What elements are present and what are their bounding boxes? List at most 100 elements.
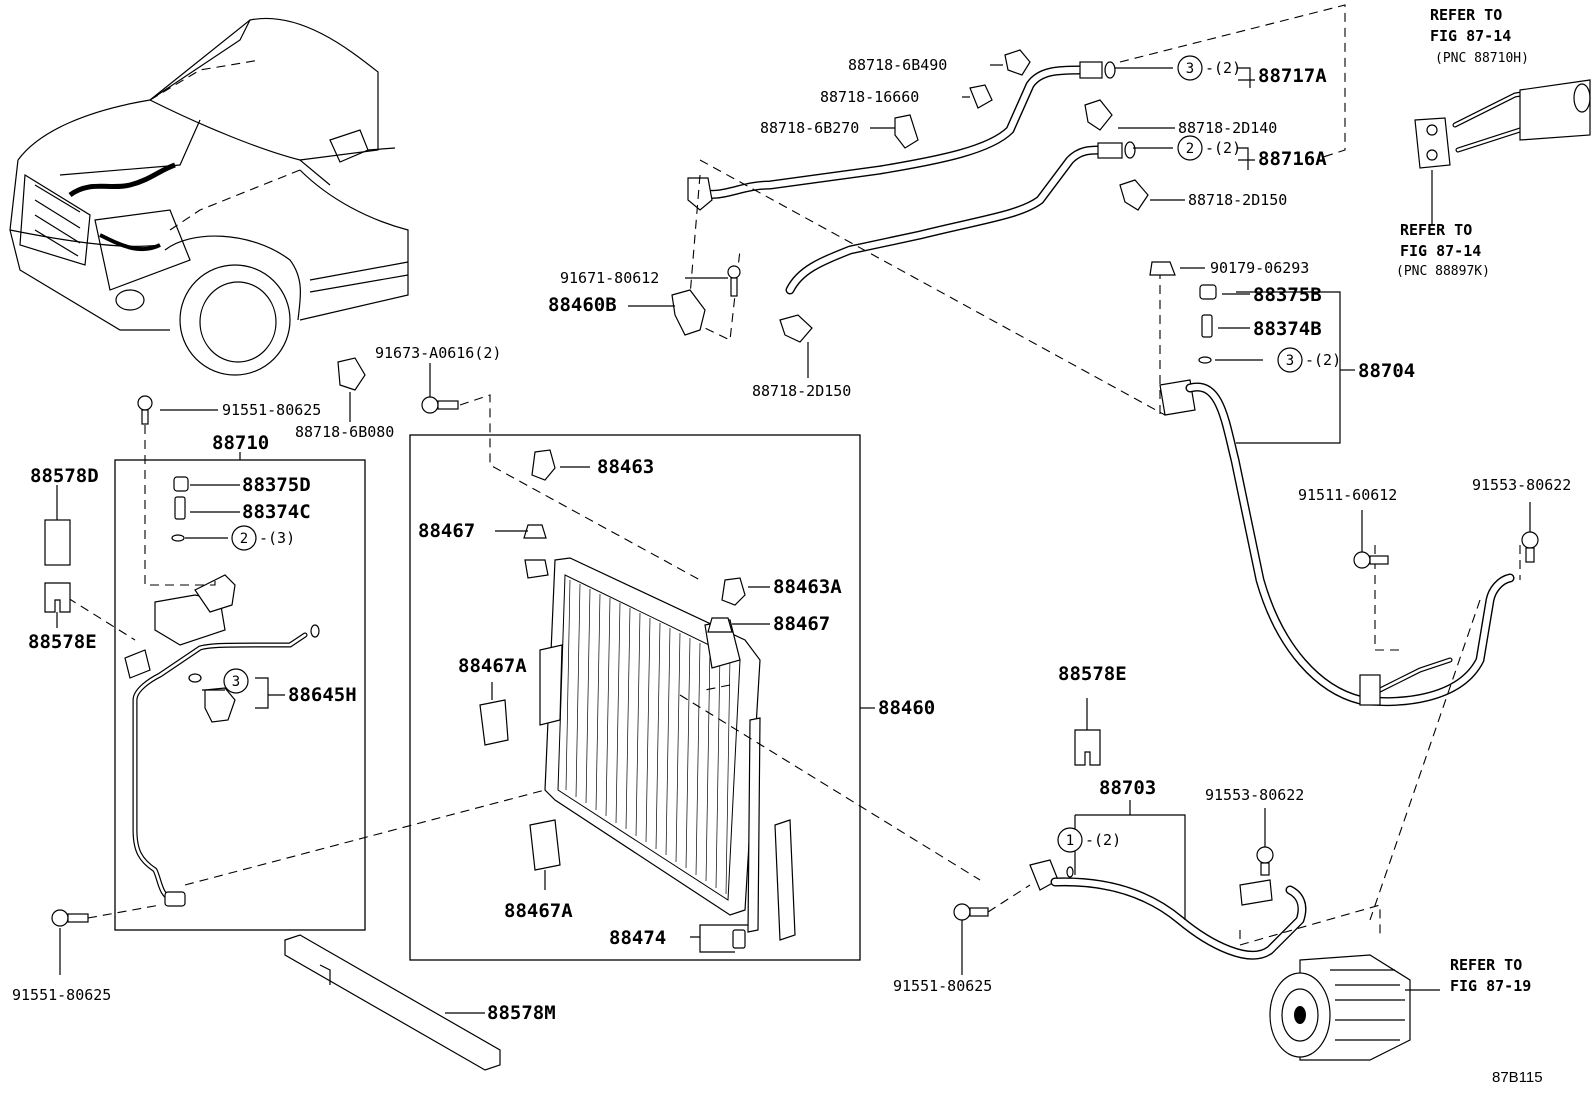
label-88710: 88710 [212, 432, 269, 454]
label-88463A: 88463A [773, 576, 842, 598]
label-88578D: 88578D [30, 465, 99, 487]
callout-1-88703: 1 -(2) [1057, 827, 1121, 853]
label-91551-80625-br: 91551-80625 [893, 977, 992, 995]
leader-lines [160, 64, 1531, 1014]
callout-3-88717A: 3 -(2) [1177, 55, 1241, 81]
valve-core-88374B [1201, 314, 1213, 338]
rear-unit-connector [1414, 79, 1591, 169]
label-88716A: 88716A [1258, 148, 1327, 170]
svg-text:FIG 87-14: FIG 87-14 [1430, 27, 1511, 45]
label-88578E-right: 88578E [1058, 663, 1127, 685]
valve-core-88374C [174, 496, 186, 520]
compressor [1269, 954, 1411, 1061]
bolt-91553-80622-right [1521, 531, 1539, 563]
label-91553-80622-mid: 91553-80622 [1205, 786, 1304, 804]
label-88578E-left: 88578E [28, 631, 97, 653]
svg-text:-(2): -(2) [1305, 351, 1341, 369]
clamp-88718-6B490 [1004, 49, 1031, 76]
label-90179-06293: 90179-06293 [1210, 259, 1309, 277]
label-88467A-bottom: 88467A [504, 900, 573, 922]
svg-text:REFER TO: REFER TO [1400, 221, 1472, 239]
bracket-88467A-bottom [529, 819, 561, 871]
bolt-91551-80625-br [953, 903, 989, 921]
label-91673-A0616: 91673-A0616(2) [375, 344, 501, 362]
bolt-91553-80622-mid [1256, 846, 1274, 876]
hose-88703 [1029, 859, 1307, 960]
clip-88718-6B080 [337, 357, 366, 391]
clamp-88718-16660 [969, 84, 993, 109]
vehicle-illustration [9, 17, 409, 376]
condenser-88460 [524, 557, 761, 933]
bracket-88463A [721, 577, 746, 606]
label-88718-6B490: 88718-6B490 [848, 56, 947, 74]
label-91511-60612: 91511-60612 [1298, 486, 1397, 504]
svg-text:3: 3 [232, 674, 240, 690]
label-88718-16660: 88718-16660 [820, 88, 919, 106]
label-91551-80625-bl: 91551-80625 [12, 986, 111, 1004]
pipe-88704 [1159, 379, 1515, 707]
svg-text:-(2): -(2) [1085, 831, 1121, 849]
cap-88375B [1199, 284, 1217, 300]
svg-text:REFER TO: REFER TO [1430, 6, 1502, 24]
label-91553-80622-right: 91553-80622 [1472, 476, 1571, 494]
label-88467A-top: 88467A [458, 655, 527, 677]
svg-text:(PNC 88710H): (PNC 88710H) [1435, 51, 1529, 66]
callout-2-88710: 2 -(3) [231, 525, 295, 551]
label-88467-mid: 88467 [773, 613, 830, 635]
svg-text:-(3): -(3) [259, 529, 295, 547]
bracket-88463 [531, 449, 556, 481]
label-88467-top: 88467 [418, 520, 475, 542]
label-91551-80625-top: 91551-80625 [222, 401, 321, 419]
label-88460B: 88460B [548, 294, 617, 316]
label-88374C: 88374C [242, 501, 311, 523]
refer-fig-87-14-top: REFER TO FIG 87-14 (PNC 88710H) [1430, 6, 1529, 66]
svg-text:-(2): -(2) [1205, 139, 1241, 157]
label-88718-2D140: 88718-2D140 [1178, 119, 1277, 137]
cap-88375D [173, 476, 189, 492]
label-88718-2D150-mid: 88718-2D150 [752, 382, 851, 400]
label-88375D: 88375D [242, 474, 311, 496]
seal-88578M [284, 934, 501, 1071]
refer-fig-87-19: REFER TO FIG 87-19 [1450, 956, 1531, 995]
pipe-88716A [785, 141, 1136, 295]
label-88460: 88460 [878, 697, 935, 719]
pipe-88717A [687, 61, 1116, 211]
bolt-91551-80625-bl [51, 909, 89, 927]
svg-text:-(2): -(2) [1205, 59, 1241, 77]
clamp-88718-2D140 [1084, 99, 1113, 131]
label-88704: 88704 [1358, 360, 1415, 382]
clamp-88718-2D150-top [1119, 179, 1149, 211]
label-88718-6B270: 88718-6B270 [760, 119, 859, 137]
svg-text:3: 3 [1286, 353, 1294, 369]
callout-2-88716A: 2 -(2) [1177, 135, 1241, 161]
figure-code: 87B115 [1492, 1069, 1543, 1086]
cushion-88467-top [523, 524, 547, 539]
dryer-cap-88474 [732, 929, 746, 949]
seal-88578E-left [44, 582, 71, 613]
callout-3-88645H: 3 [223, 668, 249, 694]
clamp-88718-6B270 [894, 114, 919, 149]
bracket-88467A-top [479, 699, 509, 746]
sensor-88645H [188, 673, 236, 723]
bolt-91673-A0616 [421, 396, 459, 414]
nut-90179-06293 [1149, 261, 1176, 276]
label-88578M: 88578M [487, 1002, 556, 1024]
side-seal-88474 [774, 819, 796, 941]
label-91671-80612: 91671-80612 [560, 269, 659, 287]
clamp-88718-2D150-mid [779, 314, 813, 343]
label-88474: 88474 [609, 927, 666, 949]
svg-text:FIG 87-14: FIG 87-14 [1400, 242, 1481, 260]
callout-3-88704: 3 -(2) [1277, 347, 1341, 373]
svg-text:2: 2 [240, 531, 248, 547]
label-88703: 88703 [1099, 777, 1156, 799]
label-88717A: 88717A [1258, 65, 1327, 87]
seal-88578D [44, 519, 71, 566]
label-88374B: 88374B [1253, 318, 1322, 340]
bracket-88460B [671, 265, 741, 336]
label-88718-6B080: 88718-6B080 [295, 423, 394, 441]
svg-text:(PNC 88897K): (PNC 88897K) [1396, 264, 1490, 279]
svg-text:FIG 87-19: FIG 87-19 [1450, 977, 1531, 995]
svg-text:REFER TO: REFER TO [1450, 956, 1522, 974]
pipe-88710 [124, 574, 320, 907]
